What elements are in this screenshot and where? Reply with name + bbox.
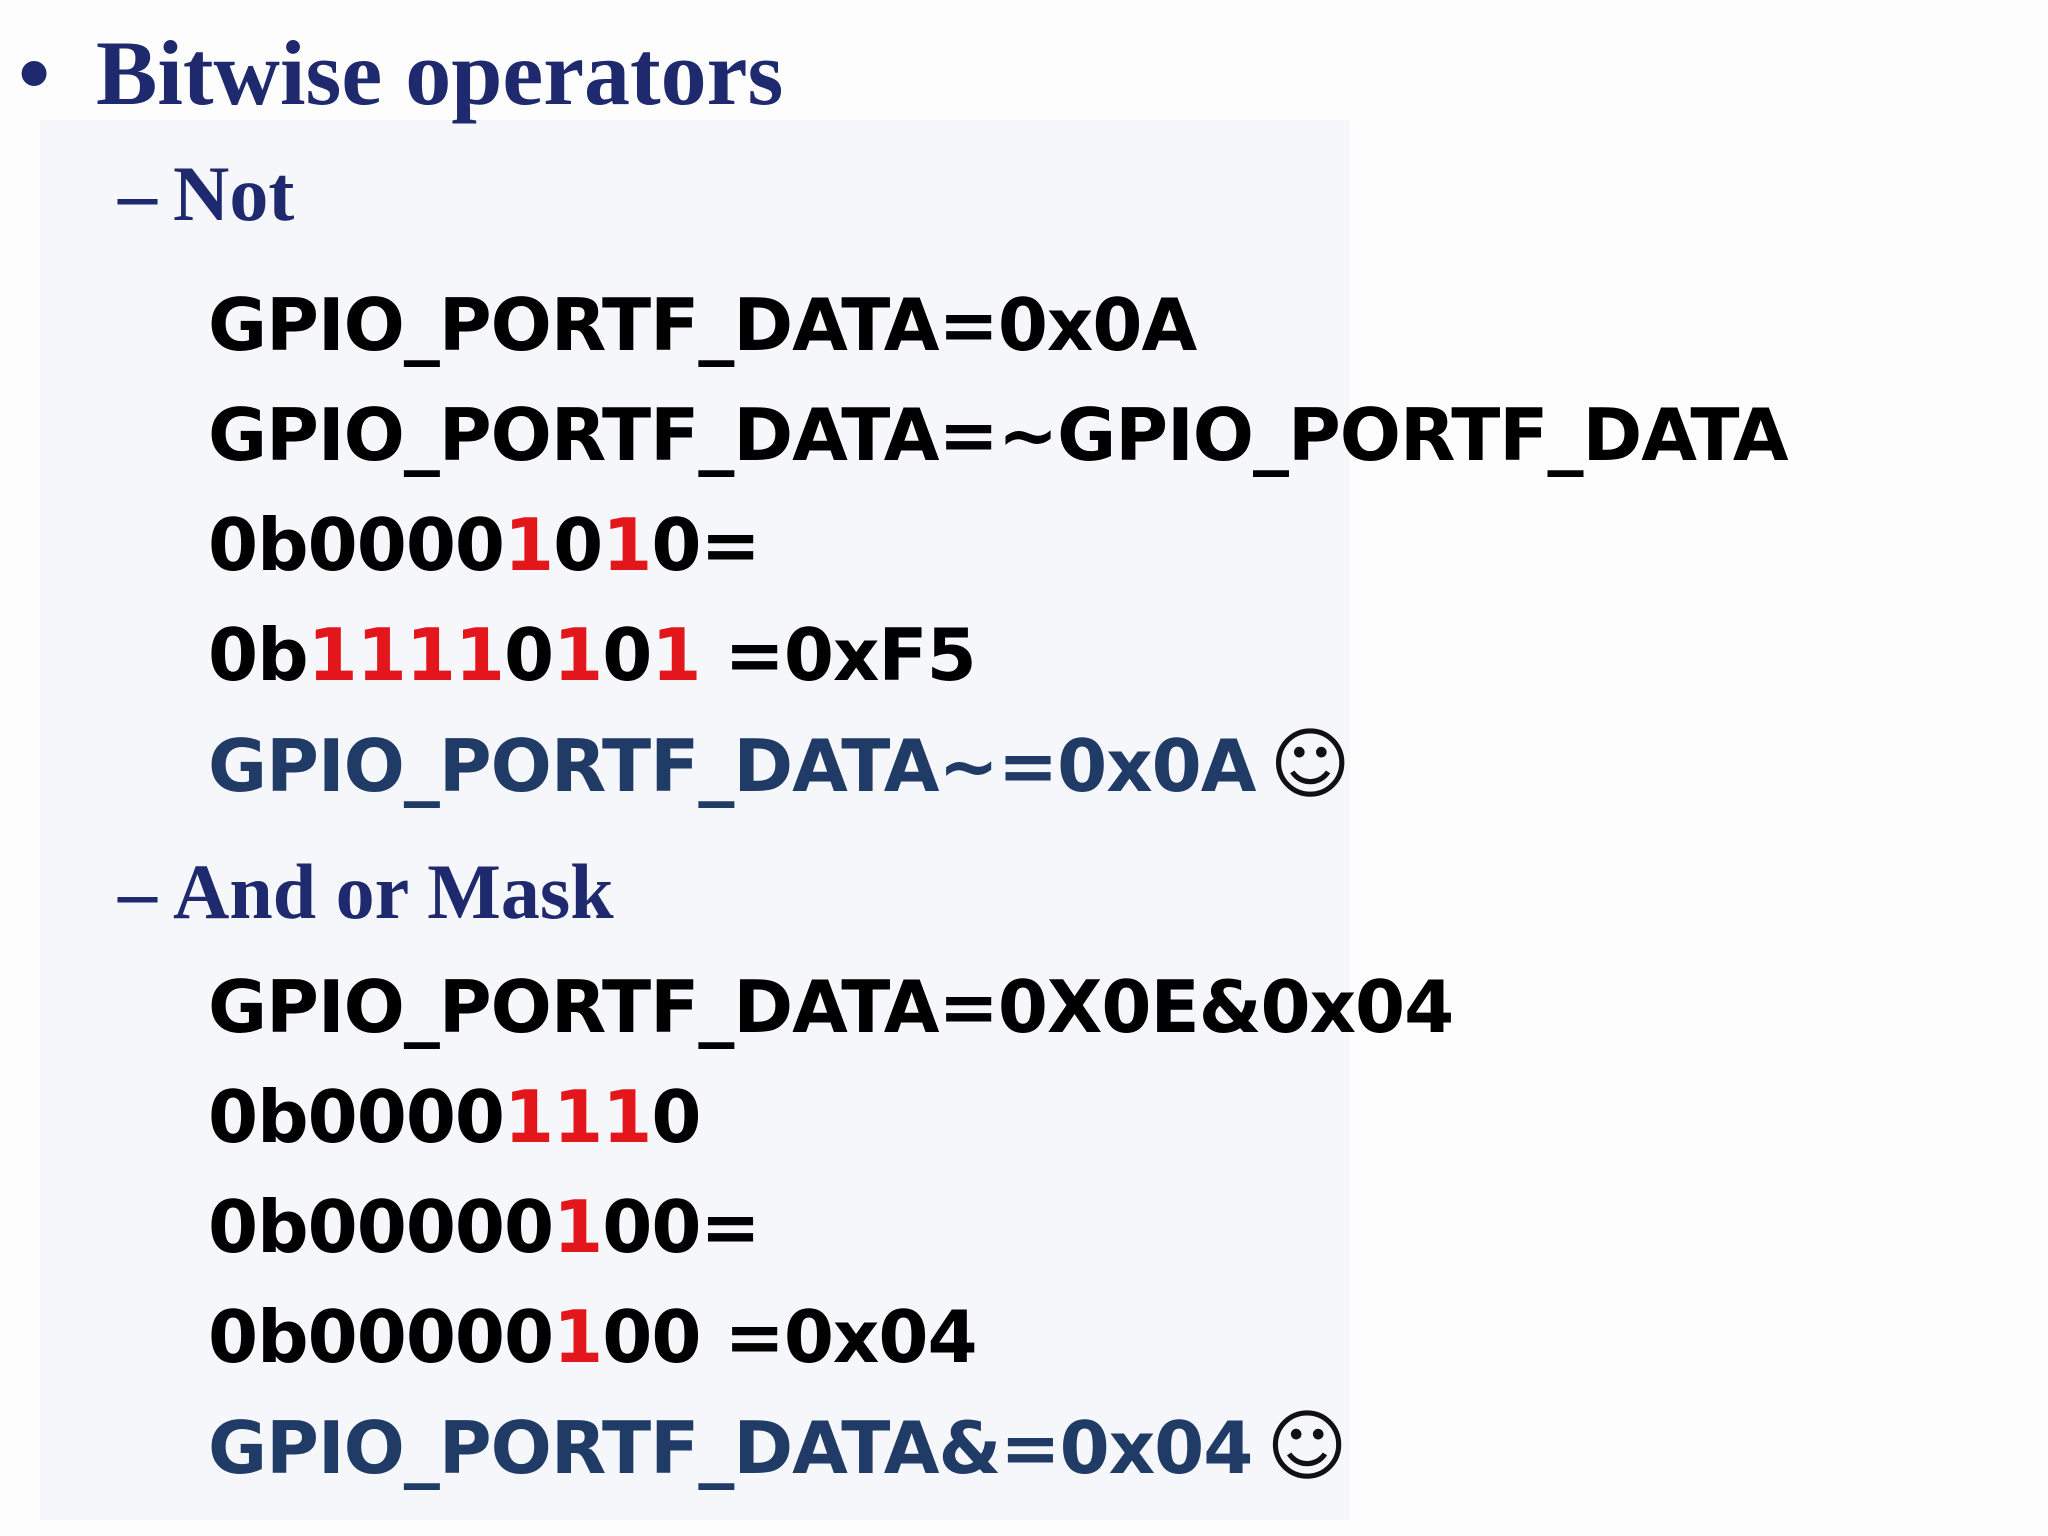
subheading-title: And or Mask [173,848,614,935]
code-line: GPIO_PORTF_DATA=0x0A [208,280,1197,370]
highlighted-bit: 1111 [307,613,505,697]
code-line-shorthand: GPIO_PORTF_DATA~=0x0A☺ [208,720,1351,811]
smiley-icon: ☺ [1266,1402,1347,1492]
code-line: 0b11110101 =0xF5 [208,610,977,700]
code-segment: 0 [553,503,603,587]
code-line-shorthand: GPIO_PORTF_DATA&=0x04☺ [208,1402,1348,1493]
code-segment: 0b0000 [208,1075,505,1159]
code-line: 0b00000100 =0x04 [208,1292,978,1382]
code-segment: 00 =0x04 [602,1295,977,1379]
code-segment: 0 [651,1075,701,1159]
code-segment: GPIO_PORTF_DATA=0X0E&0x04 [208,965,1454,1049]
code-panel [40,120,1350,1520]
code-segment: 0 [602,613,652,697]
code-segment: 0b0000 [208,503,505,587]
code-segment: 00= [602,1185,761,1269]
highlighted-bit: 1 [553,613,603,697]
code-segment: 0b00000 [208,1185,554,1269]
code-segment: GPIO_PORTF_DATA=0x0A [208,283,1197,367]
highlighted-bit: 111 [504,1075,652,1159]
bullet-icon: • [18,22,51,124]
code-segment: 0b00000 [208,1295,554,1379]
heading-title: Bitwise operators [96,22,784,124]
code-line: 0b00001010= [208,500,761,590]
subheading-title: Not [173,150,295,237]
subheading-and-or-mask: –And or Mask [118,846,614,938]
highlighted-bit: 1 [602,503,652,587]
code-segment: =0xF5 [700,613,977,697]
dash-icon: – [118,150,157,237]
code-line: 0b00000100= [208,1182,761,1272]
highlighted-bit: 1 [651,613,701,697]
dash-icon: – [118,848,157,935]
code-segment: 0 [504,613,554,697]
highlighted-bit: 1 [553,1295,603,1379]
code-segment: GPIO_PORTF_DATA~=0x0A [208,724,1257,808]
code-line: 0b00001110 [208,1072,701,1162]
code-segment: GPIO_PORTF_DATA&=0x04 [208,1406,1253,1490]
code-segment: 0b [208,613,309,697]
code-line: GPIO_PORTF_DATA=0X0E&0x04 [208,962,1454,1052]
highlighted-bit: 1 [504,503,554,587]
code-segment: 0= [651,503,760,587]
highlighted-bit: 1 [553,1185,603,1269]
smiley-icon: ☺ [1269,720,1351,810]
code-segment: GPIO_PORTF_DATA=~GPIO_PORTF_DATA [208,393,1789,477]
code-line: GPIO_PORTF_DATA=~GPIO_PORTF_DATA [208,390,1789,480]
subheading-not: –Not [118,148,294,240]
main-heading: • Bitwise operators [18,18,783,128]
